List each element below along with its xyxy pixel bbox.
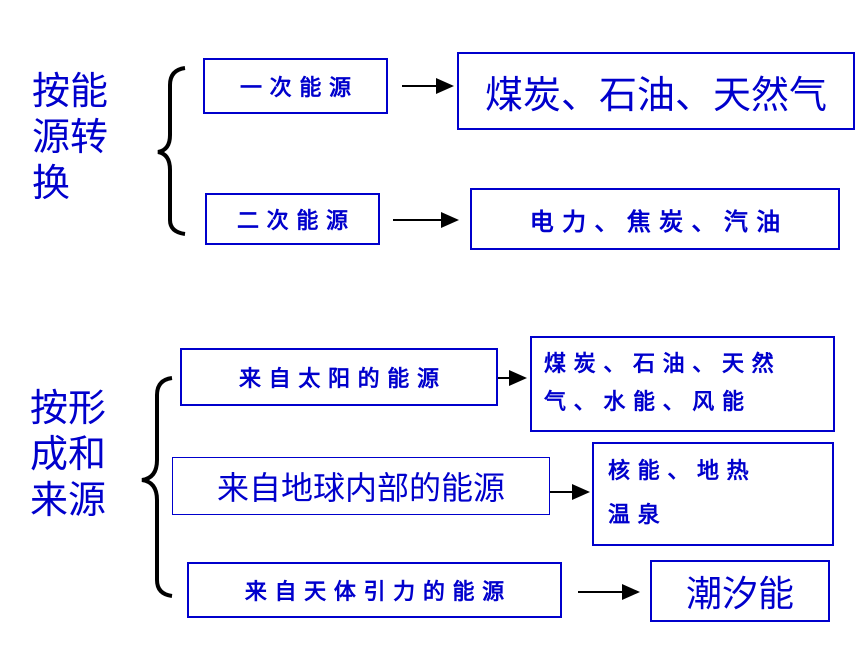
solar-energy-examples: 煤 炭 、 石 油 、 天 然 气 、 水 能 、 风 能 xyxy=(544,352,774,415)
tidal-energy-box: 来 自 天 体 引 力 的 能 源 xyxy=(187,562,562,618)
tidal-energy-examples-box: 潮汐能 xyxy=(650,560,830,622)
solar-energy-box: 来 自 太 阳 的 能 源 xyxy=(180,348,498,406)
geothermal-energy-examples: 核 能 、 地 热 温 泉 xyxy=(608,459,749,528)
category-energy-conversion: 按能源转换 xyxy=(32,69,109,205)
geothermal-energy-box: 来自地球内部的能源 xyxy=(172,457,550,515)
tidal-energy-label: 来 自 天 体 引 力 的 能 源 xyxy=(244,580,505,605)
solar-energy-label: 来 自 太 阳 的 能 源 xyxy=(239,367,439,392)
primary-energy-box: 一 次 能 源 xyxy=(203,58,388,114)
category-formation-source: 按形成和来源 xyxy=(30,386,107,522)
primary-energy-examples-box: 煤炭、石油、天然气 xyxy=(457,52,855,130)
primary-energy-label: 一 次 能 源 xyxy=(240,76,351,101)
secondary-energy-label: 二 次 能 源 xyxy=(237,209,348,234)
secondary-energy-box: 二 次 能 源 xyxy=(205,193,380,245)
secondary-energy-examples-box: 电 力 、 焦 炭 、 汽 油 xyxy=(470,188,840,250)
tidal-energy-examples: 潮汐能 xyxy=(685,574,794,615)
solar-energy-examples-box: 煤 炭 、 石 油 、 天 然 气 、 水 能 、 风 能 xyxy=(530,336,835,432)
secondary-energy-examples: 电 力 、 焦 炭 、 汽 油 xyxy=(529,207,781,236)
brace-section2 xyxy=(141,376,173,598)
geothermal-energy-label: 来自地球内部的能源 xyxy=(216,469,505,507)
geothermal-energy-examples-box: 核 能 、 地 热 温 泉 xyxy=(592,442,834,546)
primary-energy-examples: 煤炭、石油、天然气 xyxy=(484,72,827,117)
brace-section1 xyxy=(157,66,186,236)
